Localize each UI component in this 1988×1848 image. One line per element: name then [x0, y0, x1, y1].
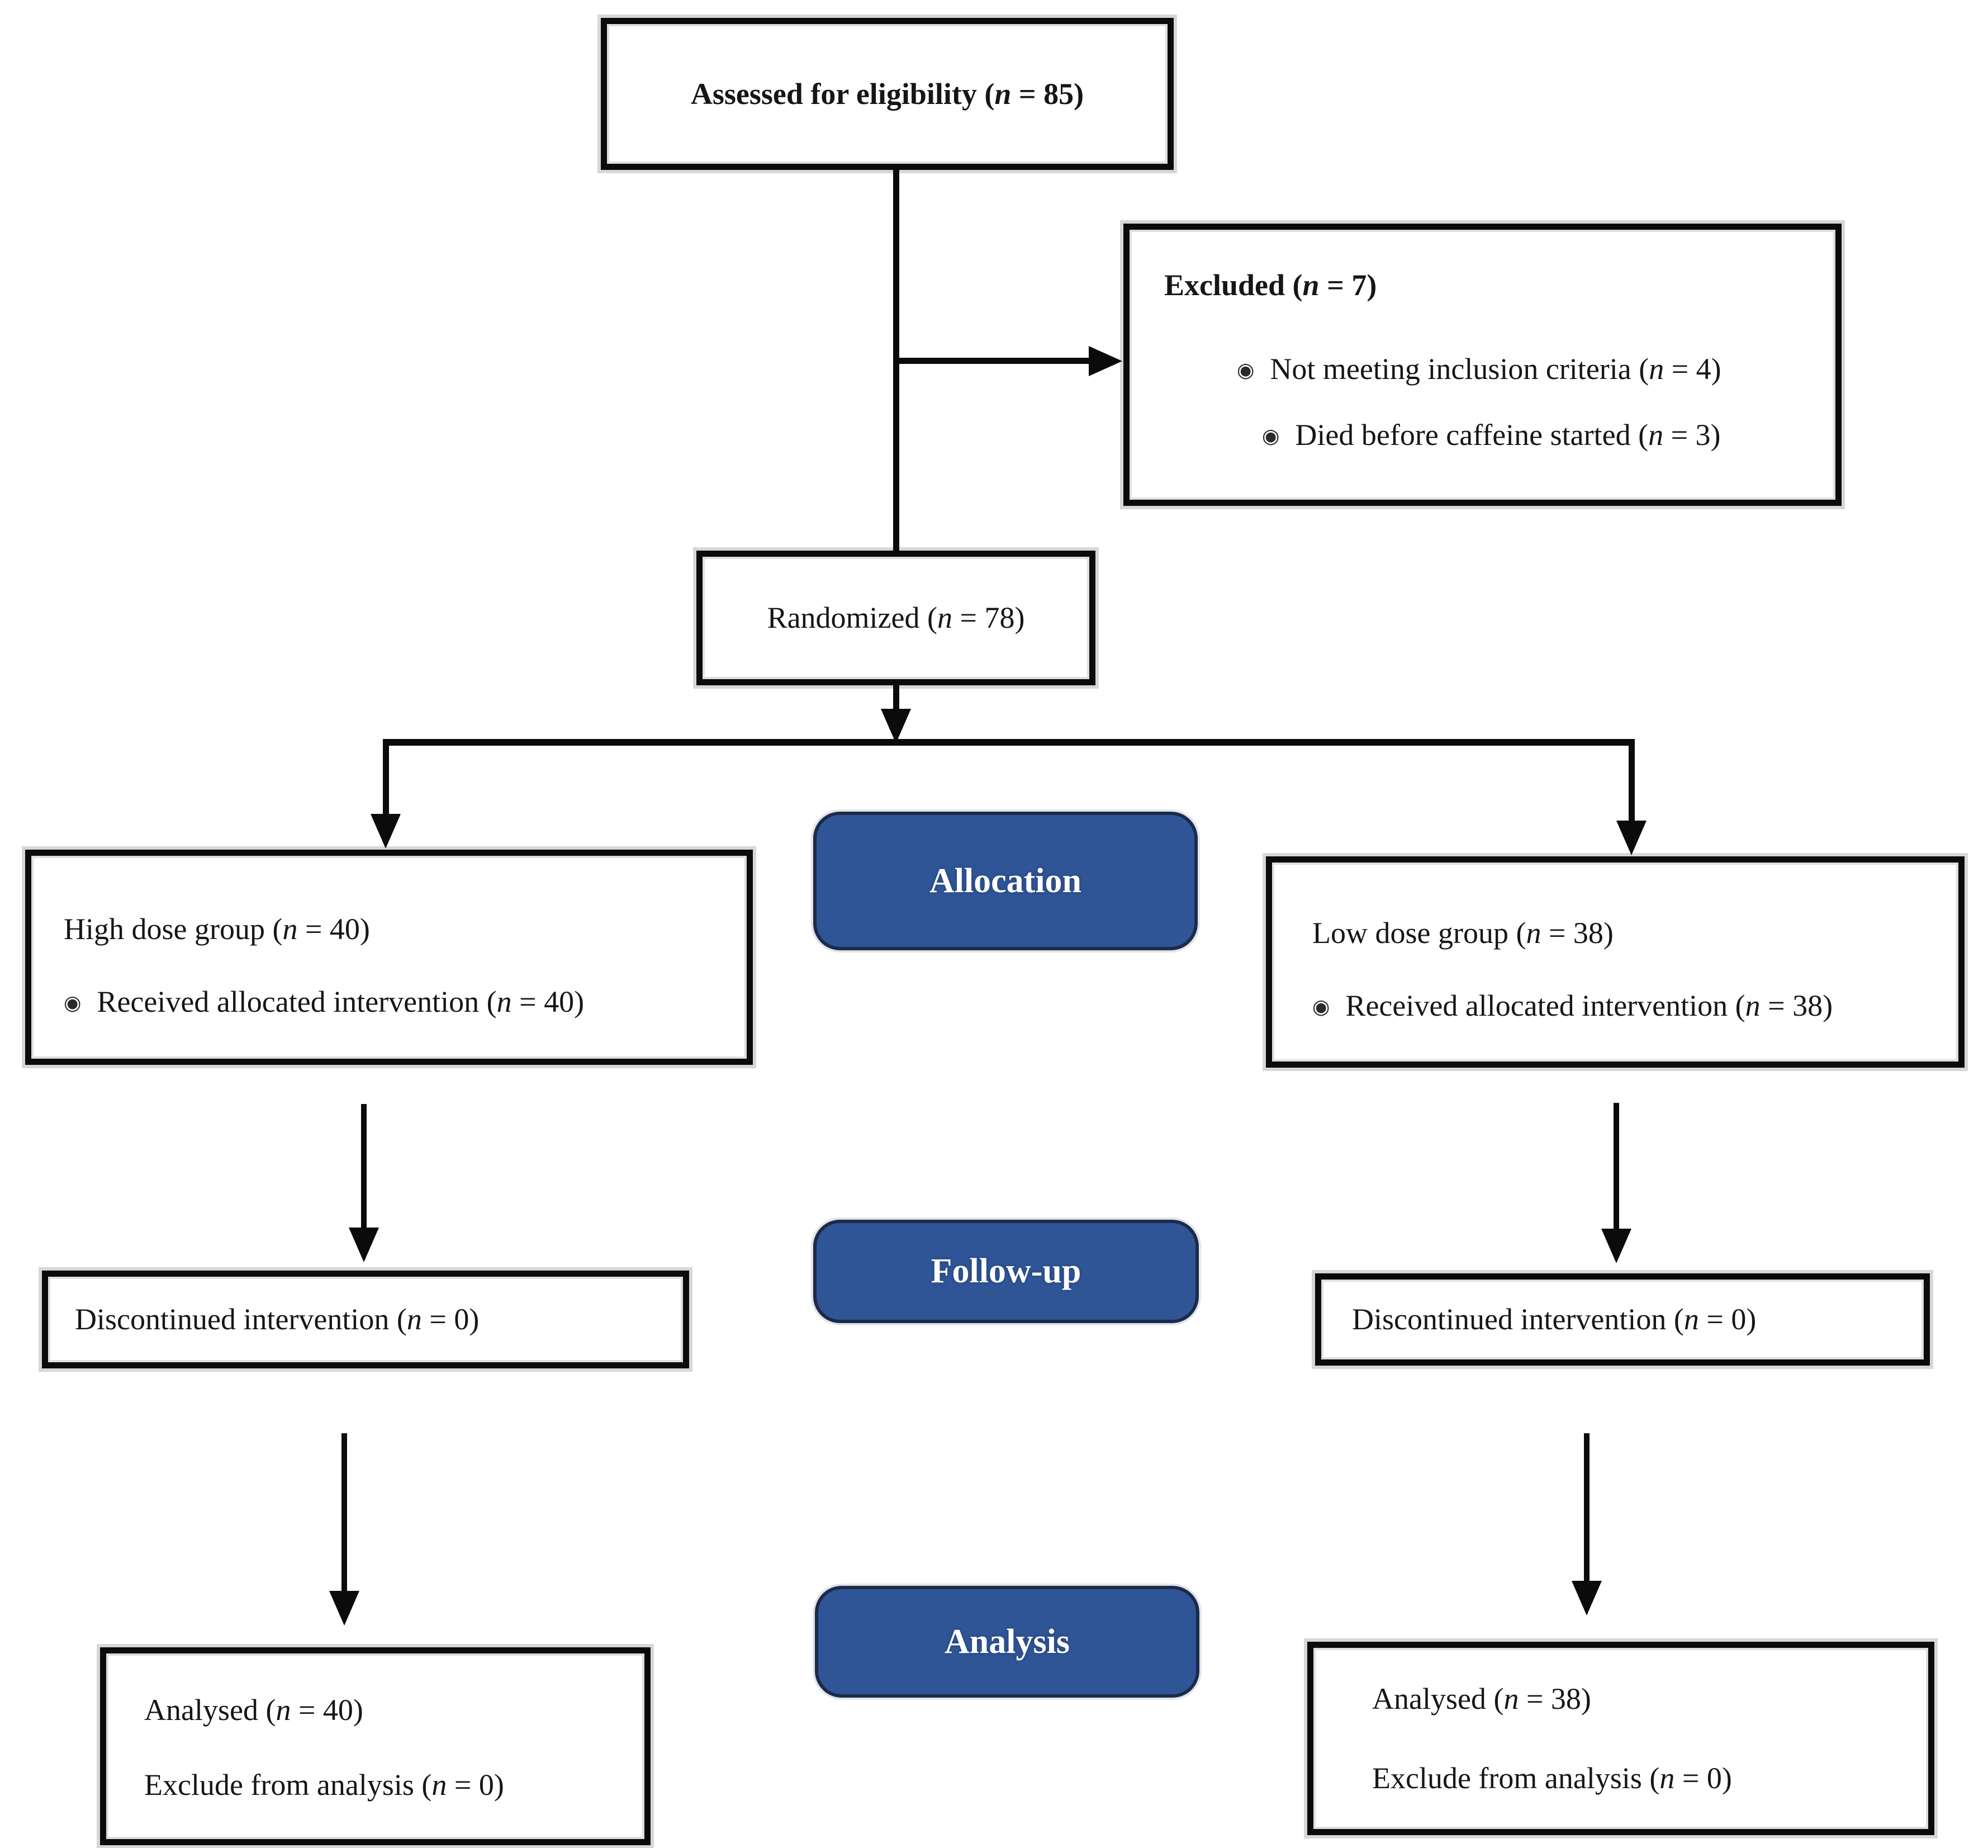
- arrowhead-down-icon: [1572, 1581, 1602, 1615]
- allocation-label-text: Allocation: [929, 861, 1082, 900]
- excluded-bullet-text: Not meeting inclusion criteria (n = 4): [1270, 352, 1721, 386]
- analysis-left-line: Analysed (n = 40): [144, 1693, 363, 1727]
- followup-left-text: Discontinued intervention (n = 0): [75, 1302, 480, 1337]
- arrowhead-down-icon: [349, 1228, 379, 1262]
- excluded-bullet-row: ◉ Not meeting inclusion criteria (n = 4): [1237, 352, 1819, 386]
- connector-to-excluded: [893, 358, 1090, 364]
- arrowhead-down-icon: [881, 709, 911, 743]
- stage-label-followup: Follow-up: [813, 1220, 1199, 1323]
- low-dose-bullet-text: Received allocated intervention (n = 38): [1345, 989, 1833, 1023]
- analysis-right-line: Analysed (n = 38): [1372, 1682, 1591, 1716]
- excluded-bullet-text: Died before caffeine started (n = 3): [1295, 418, 1721, 452]
- high-dose-bullet-text: Received allocated intervention (n = 40): [97, 985, 585, 1019]
- arrowhead-down-icon: [371, 814, 401, 849]
- connector-low-dose-to-followup: [1614, 1103, 1619, 1230]
- excluded-bullet-row: ◉ Died before caffeine started (n = 3): [1262, 418, 1819, 452]
- connector-randomized-to-branch: [893, 685, 899, 711]
- excluded-box: Excluded (n = 7) ◉ Not meeting inclusion…: [1123, 224, 1842, 506]
- assessed-eligibility-box: Assessed for eligibility (n = 85): [601, 18, 1174, 170]
- followup-right-text: Discontinued intervention (n = 0): [1352, 1302, 1757, 1337]
- followup-box-high-dose: Discontinued intervention (n = 0): [42, 1271, 689, 1368]
- high-dose-title: High dose group (n = 40): [64, 912, 370, 946]
- connector-followup-to-analysis-right: [1584, 1433, 1590, 1582]
- followup-box-low-dose: Discontinued intervention (n = 0): [1315, 1273, 1930, 1366]
- connector-high-dose-to-followup: [361, 1104, 367, 1229]
- randomized-text: Randomized (n = 78): [767, 601, 1025, 635]
- arrowhead-down-icon: [1616, 821, 1647, 855]
- group-box-low-dose: Low dose group (n = 38) ◉ Received alloc…: [1266, 856, 1965, 1068]
- randomized-box: Randomized (n = 78): [696, 551, 1095, 685]
- followup-label-text: Follow-up: [931, 1252, 1081, 1290]
- low-dose-title: Low dose group (n = 38): [1312, 916, 1614, 950]
- connector-branch-to-low-dose: [1629, 746, 1635, 822]
- arrowhead-down-icon: [1601, 1229, 1631, 1263]
- arrowhead-right-icon: [1089, 346, 1122, 376]
- arrowhead-down-icon: [329, 1591, 359, 1626]
- bullet-icon: ◉: [1312, 996, 1330, 1019]
- connector-branch-to-high-dose: [383, 746, 389, 815]
- excluded-title: Excluded (n = 7): [1164, 268, 1377, 302]
- analysis-left-line: Exclude from analysis (n = 0): [144, 1768, 504, 1802]
- analysis-box-high-dose: Analysed (n = 40) Exclude from analysis …: [100, 1647, 651, 1845]
- analysis-box-low-dose: Analysed (n = 38) Exclude from analysis …: [1307, 1642, 1934, 1835]
- bullet-icon: ◉: [1262, 425, 1280, 448]
- high-dose-bullet-row: ◉ Received allocated intervention (n = 4…: [64, 984, 736, 1019]
- low-dose-bullet-row: ◉ Received allocated intervention (n = 3…: [1312, 988, 1947, 1023]
- connector-followup-to-analysis-left: [341, 1433, 347, 1592]
- stage-label-allocation: Allocation: [813, 812, 1198, 950]
- connector-branch-horizontal: [383, 739, 1635, 746]
- assessed-eligibility-text: Assessed for eligibility (n = 85): [690, 77, 1084, 111]
- group-box-high-dose: High dose group (n = 40) ◉ Received allo…: [25, 850, 753, 1065]
- bullet-icon: ◉: [1237, 359, 1255, 382]
- analysis-right-line: Exclude from analysis (n = 0): [1372, 1761, 1732, 1795]
- bullet-icon: ◉: [64, 992, 82, 1015]
- analysis-label-text: Analysis: [945, 1622, 1070, 1661]
- stage-label-analysis: Analysis: [815, 1586, 1199, 1698]
